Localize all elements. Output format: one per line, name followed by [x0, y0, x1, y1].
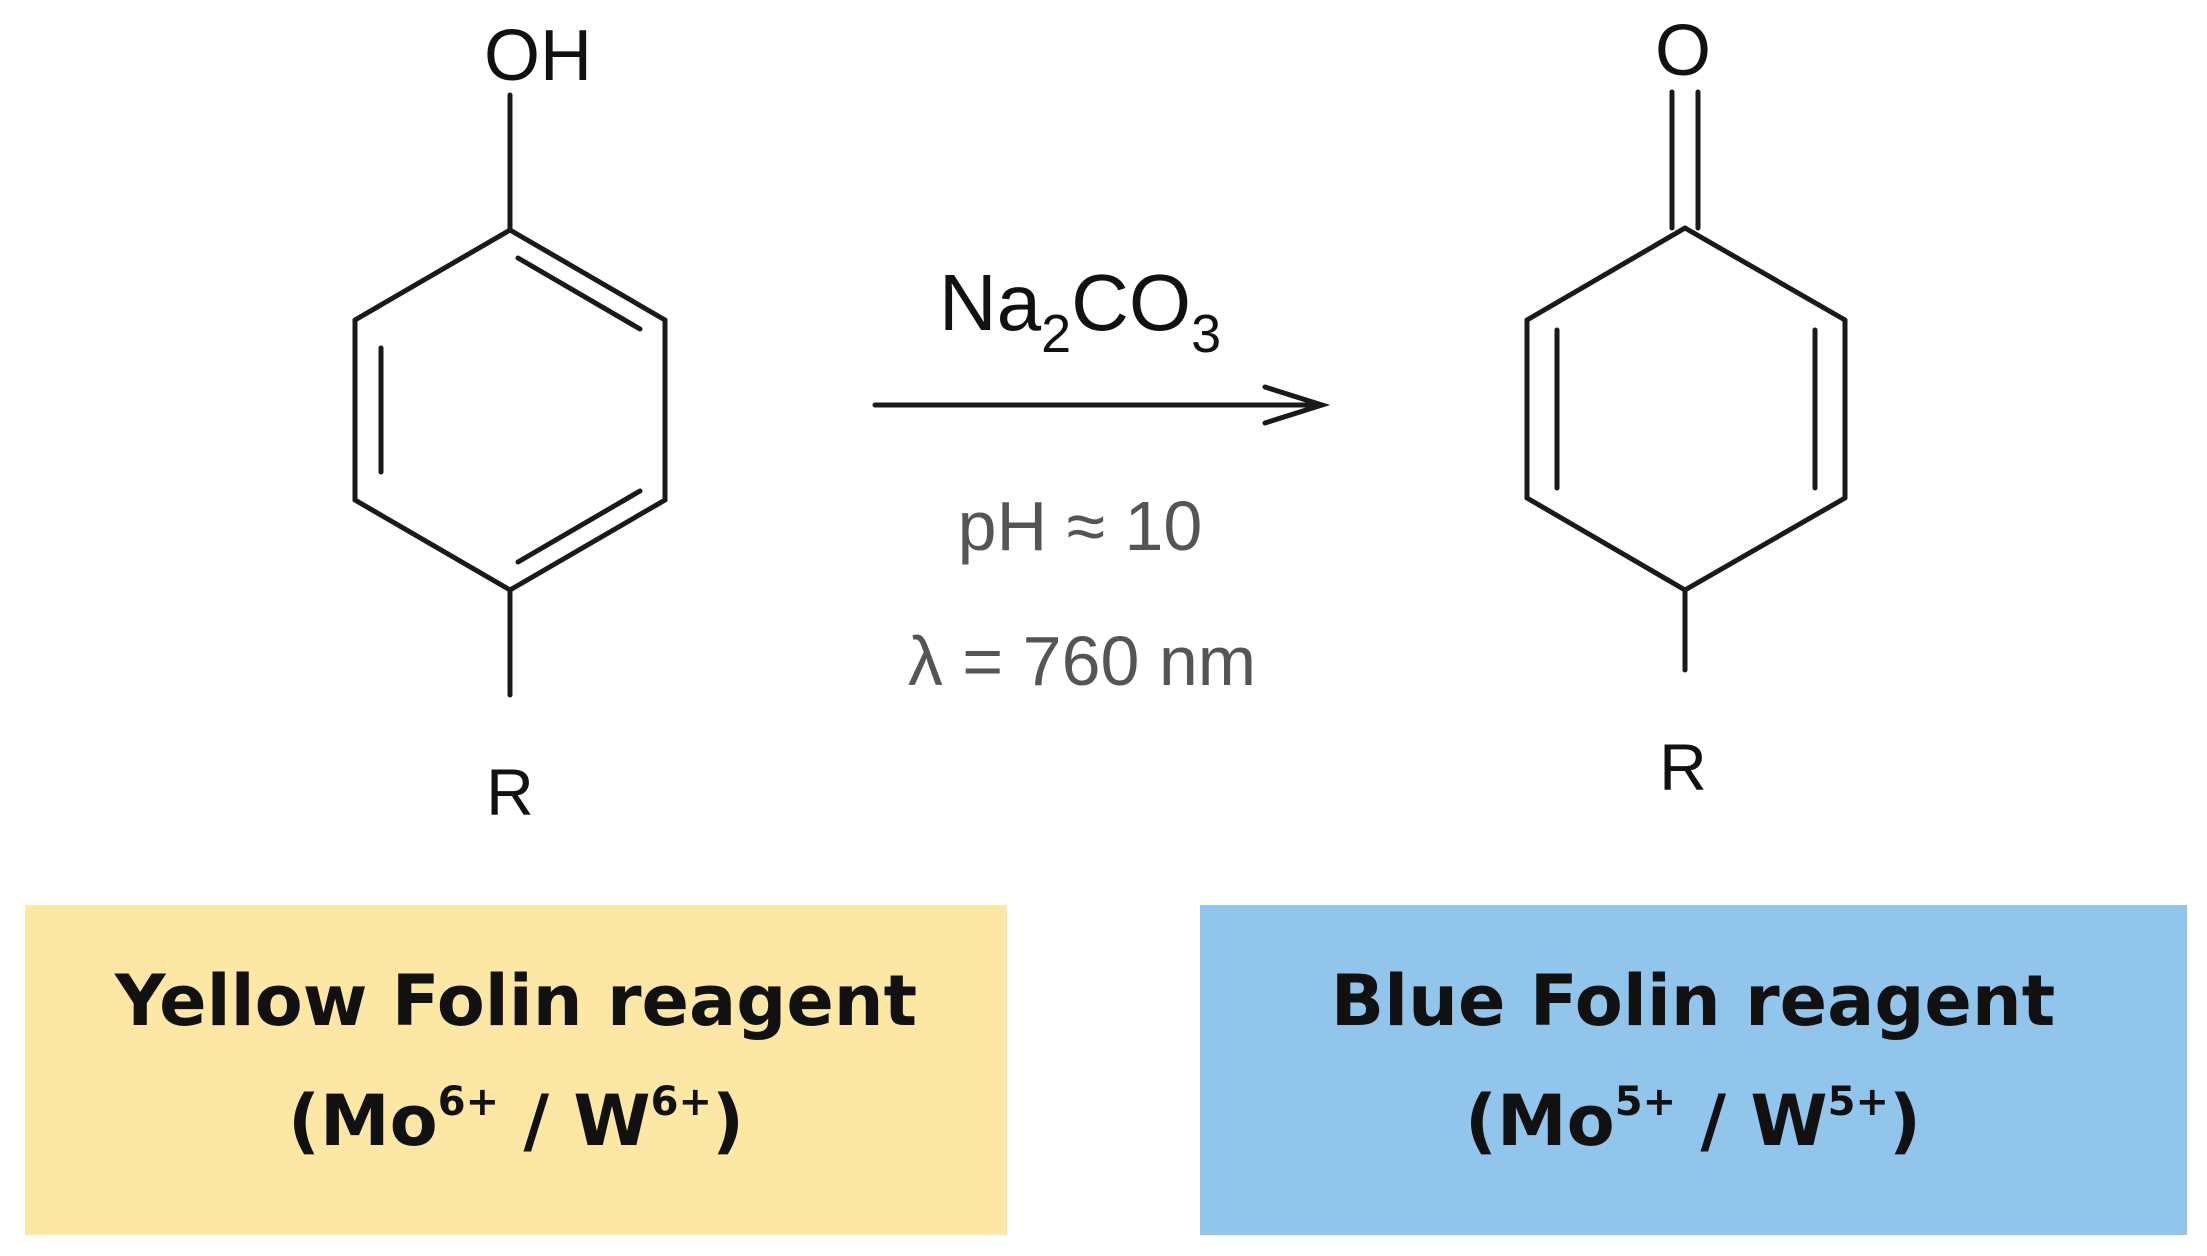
reactant-double-bond	[515, 488, 643, 565]
yellow-reagent-title: Yellow Folin reagent	[114, 960, 917, 1042]
product-r-label: R	[1659, 730, 1707, 804]
yellow-reagent-oxidation-states: (Mo6+ / W6+)	[288, 1079, 744, 1162]
reactant-hydroxyl-label: OH	[484, 16, 592, 96]
product-oxygen-label: O	[1655, 11, 1711, 91]
product-molecule: O R	[1524, 11, 1848, 804]
wavelength-condition: λ = 760 nm	[908, 622, 1256, 700]
reactant-r-label: R	[486, 755, 534, 829]
blue-reagent-box: Blue Folin reagent (Mo5+ / W5+)	[1200, 905, 2187, 1235]
yellow-reagent-panel	[25, 905, 1007, 1235]
product-ring-bond	[1682, 225, 1848, 323]
reactant-double-bond	[515, 255, 643, 332]
product-ring-bond	[1682, 495, 1848, 593]
reactant-ring-bond	[507, 227, 668, 323]
blue-reagent-oxidation-states: (Mo5+ / W5+)	[1465, 1079, 1921, 1162]
reactant-ring-bond	[352, 497, 513, 593]
blue-reagent-title: Blue Folin reagent	[1331, 960, 2055, 1042]
product-ring-bond	[1524, 225, 1688, 323]
reactant-ring-bond	[507, 497, 668, 593]
reaction-arrow-head	[1262, 384, 1331, 426]
reaction-arrow-group: Na2CO3 pH ≈ 10 λ = 760 nm	[872, 258, 1331, 700]
product-ring-bond	[1524, 495, 1688, 593]
reactant-molecule: OH R	[352, 16, 668, 829]
reagent-formula: Na2CO3	[939, 258, 1221, 364]
yellow-reagent-box: Yellow Folin reagent (Mo6+ / W6+)	[25, 905, 1007, 1235]
blue-reagent-panel	[1200, 905, 2187, 1235]
reactant-ring-bond	[352, 227, 513, 323]
ph-condition: pH ≈ 10	[958, 487, 1203, 565]
